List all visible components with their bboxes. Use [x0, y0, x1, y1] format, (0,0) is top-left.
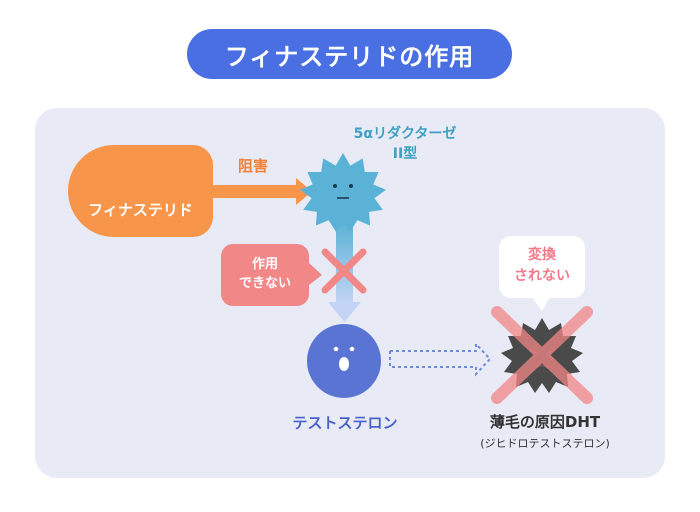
no-action-bubble: 作用 できない: [221, 244, 309, 306]
bubble-white-tail: [532, 297, 550, 311]
dht-sublabel: (ジヒドロテストステロン): [480, 437, 610, 450]
no-conversion-line1: 変換: [528, 247, 556, 263]
conversion-arrow: [328, 222, 361, 322]
no-action-line1: 作用: [251, 257, 278, 272]
bubble-red-tail: [309, 263, 322, 285]
drug-box: フィナステリド: [68, 145, 213, 237]
dht-label: 薄毛の原因DHT: [489, 413, 601, 431]
testosterone-label: テストステロン: [292, 414, 398, 432]
inhibit-label: 阻害: [238, 157, 269, 175]
inhibit-arrow: [212, 178, 312, 205]
no-conversion-line2: されない: [514, 268, 570, 284]
no-action-line2: できない: [238, 276, 291, 291]
enzyme-character: [299, 153, 387, 232]
drug-label: フィナステリド: [88, 201, 193, 219]
enzyme-label: 5αリダクターゼ II型: [330, 124, 480, 164]
enzyme-label-line1: 5αリダクターゼ: [353, 126, 457, 142]
dht-cross-icon: [491, 306, 593, 404]
blocked-cross-icon: [321, 248, 367, 294]
enzyme-label-line2: II型: [392, 146, 418, 162]
testosterone-character: [307, 324, 381, 398]
no-conversion-bubble: 変換 されない: [499, 236, 585, 298]
page-title: フィナステリドの作用: [187, 29, 512, 79]
dotted-arrow: [389, 341, 492, 377]
